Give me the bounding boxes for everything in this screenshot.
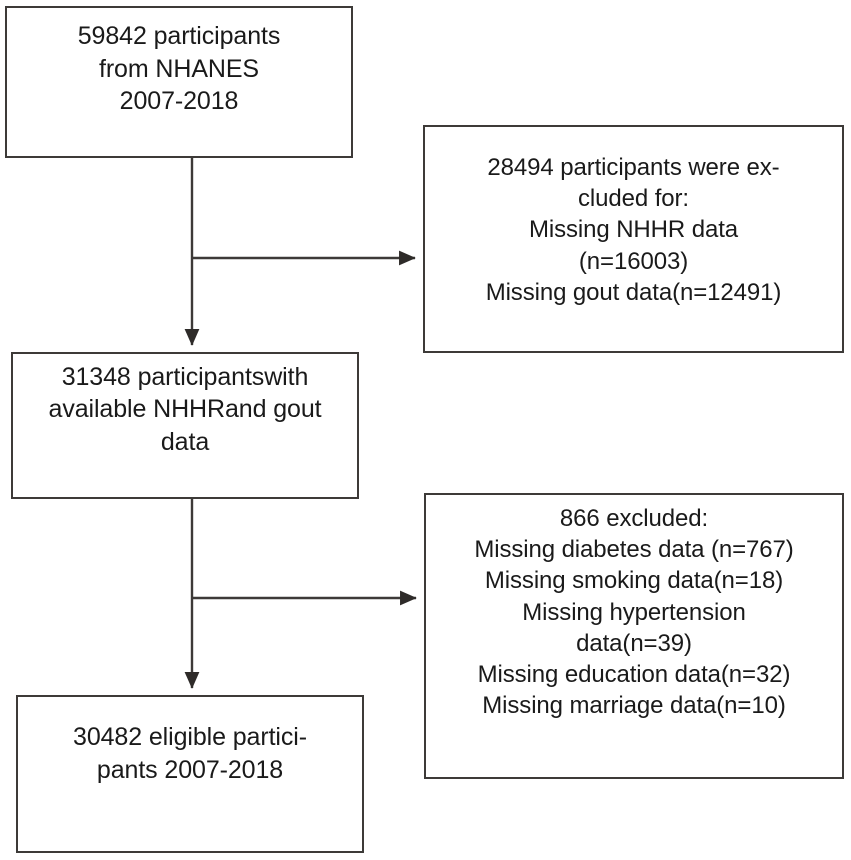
node-source-population-label: 59842 participants from NHANES 2007-2018 (77, 22, 281, 116)
node-exclusion-2: 866 excluded: Missing diabetes data (n=7… (424, 493, 844, 779)
node-available-data-label: 31348 participantswith available NHHRand… (48, 362, 322, 456)
node-available-data: 31348 participantswith available NHHRand… (11, 352, 359, 499)
node-eligible-population: 30482 eligible partici- pants 2007-2018 (16, 695, 364, 853)
node-source-population: 59842 participants from NHANES 2007-2018 (5, 6, 353, 158)
node-exclusion-1: 28494 participants were ex- cluded for: … (423, 125, 844, 353)
node-eligible-population-label: 30482 eligible partici- pants 2007-2018 (73, 723, 307, 784)
node-exclusion-1-label: 28494 participants were ex- cluded for: … (485, 154, 782, 306)
node-exclusion-2-label: 866 excluded: Missing diabetes data (n=7… (474, 505, 794, 720)
